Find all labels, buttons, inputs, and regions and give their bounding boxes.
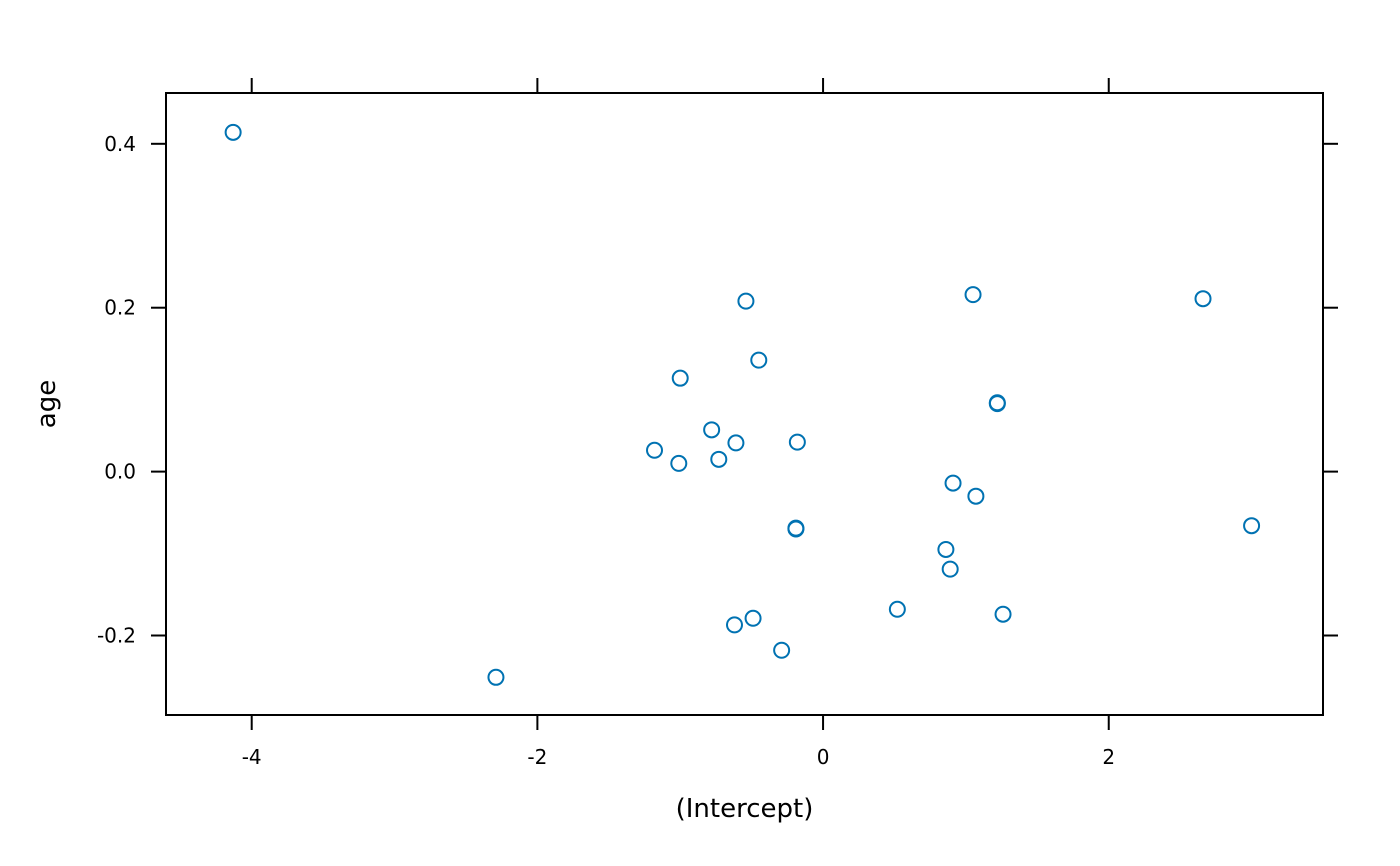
data-points xyxy=(224,123,1261,686)
data-point-2 xyxy=(646,441,664,459)
data-point-5 xyxy=(703,421,721,439)
x-tick-labels: -4 -2 0 2 xyxy=(242,745,1115,769)
data-point-11 xyxy=(750,351,768,369)
data-point-10 xyxy=(744,609,762,627)
data-point-23 xyxy=(988,394,1006,412)
data-point-8 xyxy=(726,616,744,634)
data-point-25 xyxy=(1194,290,1212,308)
data-point-1 xyxy=(487,668,505,686)
y-tick-label: 0.4 xyxy=(104,132,136,156)
data-point-4 xyxy=(671,369,689,387)
data-point-0 xyxy=(224,123,242,141)
plot-frame xyxy=(165,92,1324,716)
y-axis-title: age xyxy=(32,380,62,428)
data-point-12 xyxy=(773,641,791,659)
x-tick-label: 2 xyxy=(1102,745,1115,769)
y-tick-label: 0.0 xyxy=(104,460,136,484)
data-point-15 xyxy=(788,433,806,451)
x-tick-label: -2 xyxy=(527,745,547,769)
y-tick-label: -0.2 xyxy=(97,624,136,648)
x-tick-label: -4 xyxy=(242,745,262,769)
axis-ticks xyxy=(151,78,1338,730)
data-point-7 xyxy=(727,434,745,452)
data-point-18 xyxy=(941,560,959,578)
data-point-9 xyxy=(737,292,755,310)
x-tick-label: 0 xyxy=(817,745,830,769)
data-point-14 xyxy=(787,520,805,538)
data-point-21 xyxy=(967,487,985,505)
data-point-24 xyxy=(994,605,1012,623)
data-point-3 xyxy=(670,454,688,472)
data-point-26 xyxy=(1243,517,1261,535)
data-point-17 xyxy=(937,540,955,558)
x-axis-title: (Intercept) xyxy=(676,794,814,824)
data-point-16 xyxy=(888,600,906,618)
data-point-19 xyxy=(944,474,962,492)
data-point-6 xyxy=(710,450,728,468)
data-point-20 xyxy=(964,286,982,304)
y-tick-labels: -0.2 0.0 0.2 0.4 xyxy=(97,132,136,648)
y-tick-label: 0.2 xyxy=(104,296,136,320)
